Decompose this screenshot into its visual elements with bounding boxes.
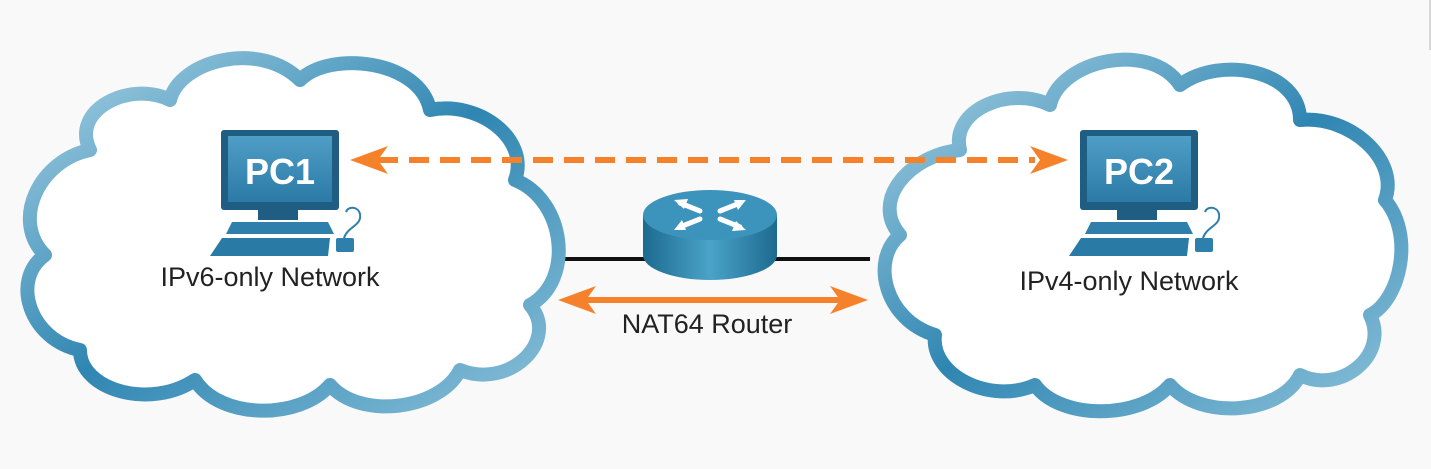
right-network-label: IPv4-only Network <box>1019 266 1239 296</box>
router-icon <box>643 190 777 280</box>
router-label: NAT64 Router <box>622 309 793 339</box>
pc-communication-arrow <box>350 146 1068 174</box>
pc1-computer-icon: PC1 <box>210 130 362 256</box>
nat64-translation-arrow <box>558 286 868 314</box>
pc2-label: PC2 <box>1104 151 1174 192</box>
left-network-cloud <box>20 51 566 418</box>
pc2-computer-icon: PC2 <box>1069 130 1221 256</box>
right-network-cloud <box>877 52 1409 419</box>
pc1-label: PC1 <box>245 151 315 192</box>
left-network-label: IPv6-only Network <box>160 262 380 292</box>
